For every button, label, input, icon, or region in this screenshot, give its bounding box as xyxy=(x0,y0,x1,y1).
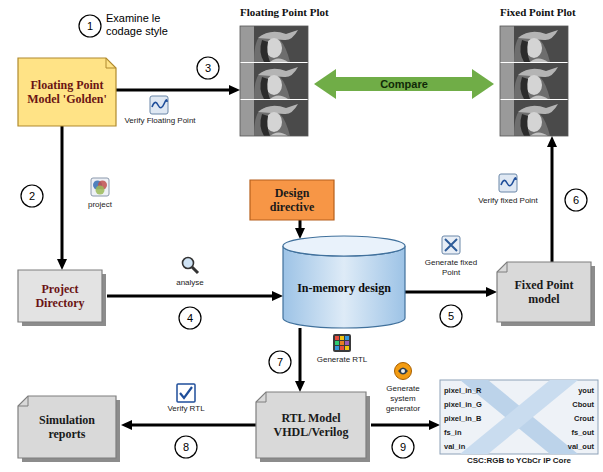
callout-number: 8 xyxy=(175,436,197,458)
analyse-icon xyxy=(183,258,199,274)
rtl-box: RTL Model VHDL/Verilog xyxy=(256,392,366,458)
floating-images xyxy=(240,26,308,136)
verify-icon xyxy=(150,96,168,114)
callout-number: 6 xyxy=(565,189,587,211)
flow-arrow xyxy=(61,126,64,259)
plot-heading: Floating Point Plot xyxy=(240,6,329,19)
pin-name: Crout xyxy=(574,414,594,423)
pin-name: fs_out xyxy=(572,428,595,437)
step-label: Verify RTL xyxy=(156,404,216,414)
fixed-images xyxy=(500,26,568,136)
box-label: In-memory design xyxy=(289,281,399,295)
golden-model-box: Floating Point Model 'Golden' xyxy=(18,58,116,126)
project-icon xyxy=(91,178,109,196)
flow-arrow xyxy=(551,147,554,262)
box-label: Design directive xyxy=(256,186,328,214)
pin-name: pixel_in_B xyxy=(444,414,482,423)
flow-arrow xyxy=(371,424,429,427)
check-icon xyxy=(177,384,195,402)
callout-number: 3 xyxy=(197,57,219,79)
step-label: Generate fixed Point xyxy=(416,258,486,278)
fixed-point-icon xyxy=(442,236,460,254)
plot-panel: Floating Point Plot xyxy=(240,26,308,136)
step-label: project xyxy=(75,200,125,210)
rtl-icon xyxy=(333,334,351,352)
box-label: Project Directory xyxy=(24,282,96,310)
step-label: Verify fixed Point xyxy=(476,196,540,206)
compare-arrow xyxy=(336,77,472,91)
callout-number: 5 xyxy=(440,305,462,327)
flow-arrow xyxy=(299,220,302,228)
box-label: Fixed Point model xyxy=(503,278,585,306)
step-label: Generate RTL xyxy=(312,355,372,365)
plot-panel: Fixed Point Plot xyxy=(500,26,568,136)
pin-name: pixel_in_R xyxy=(444,386,482,395)
directory-box: Project Directory xyxy=(18,270,102,322)
box-label: Floating Point Model 'Golden' xyxy=(24,78,110,106)
pin-name: Cbout xyxy=(572,400,594,409)
flow-arrow xyxy=(299,328,302,381)
pin-name: val_out xyxy=(568,442,594,451)
sysgen-icon xyxy=(395,363,412,380)
ip-core-block: pixel_in_R pixel_in_G pixel_in_B fs_in val_i… xyxy=(440,380,598,454)
core-caption: CSC:RGB to YCbCr IP Core xyxy=(440,456,598,465)
flow-arrow xyxy=(405,291,486,294)
step-label: analyse xyxy=(160,278,220,288)
callout-number: 9 xyxy=(392,436,414,458)
step-label: Verify Floating Point xyxy=(114,116,206,126)
pin-name: fs_in xyxy=(444,428,462,437)
compare-label: Compare xyxy=(377,78,431,91)
step-label: Generate system generator xyxy=(373,384,433,414)
model-box: Fixed Point model xyxy=(497,262,591,322)
flow-arrow xyxy=(107,295,272,298)
plot-heading: Fixed Point Plot xyxy=(500,6,576,19)
directive-box: Design directive xyxy=(250,180,334,220)
flow-arrow xyxy=(132,424,256,427)
pin-name: yout xyxy=(578,386,594,395)
callout-number: 2 xyxy=(21,185,43,207)
box-label: RTL Model VHDL/Verilog xyxy=(262,411,360,439)
box-label: Simulation reports xyxy=(24,413,110,441)
step-note: Examine le codage style xyxy=(106,12,180,38)
pin-name: val_in xyxy=(444,442,465,451)
reports-box: Simulation reports xyxy=(18,396,116,458)
pin-name: pixel_in_G xyxy=(444,400,482,409)
callout-number: 7 xyxy=(269,351,291,373)
callout-number: 4 xyxy=(179,307,201,329)
memory-cylinder: In-memory design xyxy=(283,236,405,328)
flow-arrow xyxy=(116,89,229,92)
verify-icon xyxy=(499,174,517,192)
callout-number: 1 xyxy=(79,15,101,37)
